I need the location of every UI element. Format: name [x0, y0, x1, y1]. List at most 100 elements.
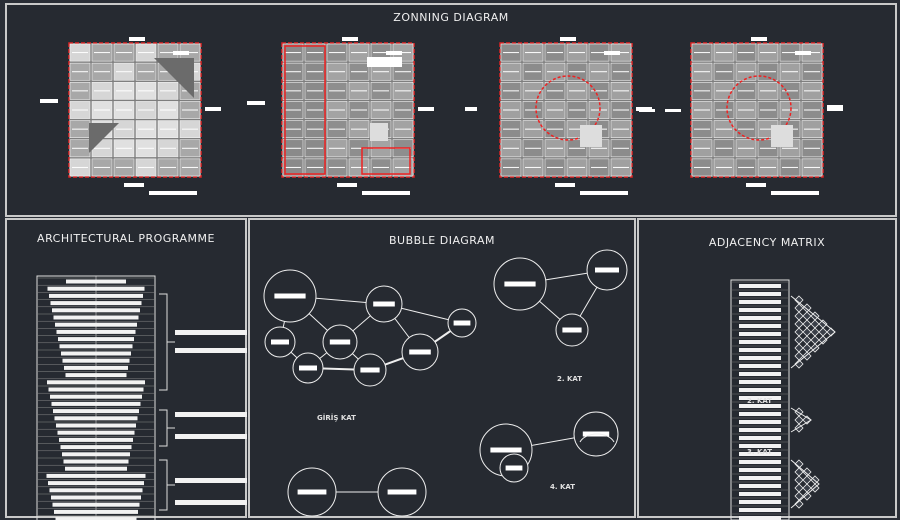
adjacency-cell [818, 327, 828, 337]
programme-summary-bar [175, 478, 247, 483]
adjacency-row [739, 340, 781, 344]
programme-row [54, 509, 138, 514]
label-bar [205, 107, 221, 111]
zoning-plan [690, 37, 843, 195]
label-bar [386, 51, 402, 55]
label-bar [337, 183, 357, 187]
adjacency-row [739, 452, 781, 456]
programme-row [49, 293, 143, 298]
adjacency-row [739, 396, 781, 400]
zone-red [284, 45, 326, 175]
programme-row [56, 423, 136, 428]
adjacency-cell [810, 327, 820, 337]
programme-brace [159, 459, 168, 511]
label-bar [665, 109, 681, 112]
adjacency-row [739, 484, 781, 488]
adjacency-frame [730, 279, 790, 520]
adj-floor-label-2: 3. KAT [747, 448, 773, 456]
programme-row [59, 344, 133, 349]
plan-highlight [580, 125, 602, 147]
bubble-label [274, 293, 306, 299]
adjacency-triangle-3 [790, 459, 820, 509]
adjacency-cell [802, 491, 812, 501]
bubble-group-2kat [493, 249, 628, 347]
programme-row [65, 466, 127, 471]
bubble-drawing [263, 249, 628, 517]
programme-row [47, 286, 145, 291]
label-bar [342, 37, 358, 41]
zone-red [361, 147, 411, 175]
label-bar [465, 107, 477, 111]
label-bar [362, 191, 410, 195]
programme-row [58, 337, 134, 342]
adjacency-row [739, 380, 781, 384]
programme-row [65, 373, 127, 378]
zoning-plan [281, 37, 434, 195]
bubble-label [360, 367, 380, 373]
zone-circle [535, 75, 601, 141]
adjacency-cell [810, 319, 820, 329]
adjacency-triangle-1 [790, 295, 836, 369]
adj-floor-label-1: 2. KAT [747, 397, 773, 405]
plan-label [367, 57, 402, 67]
bubble-label [562, 327, 582, 333]
adjacency-row [739, 284, 781, 288]
programme-row [53, 315, 139, 320]
adjacency-row [739, 476, 781, 480]
adjacency-row [739, 404, 781, 408]
programme-row [51, 495, 141, 500]
programme-row [49, 488, 143, 493]
zone-circle [726, 75, 792, 141]
programme-brace [159, 293, 168, 391]
adjacency-row [739, 468, 781, 472]
programme-row [66, 279, 126, 284]
adjacency-row [739, 332, 781, 336]
floor-label-giris: GİRİŞ KAT [317, 414, 356, 422]
bubble-label [453, 320, 471, 326]
programme-summary-bar [175, 434, 247, 439]
label-bar [418, 107, 434, 111]
bubble-label [387, 489, 417, 495]
adjacency-cell [802, 483, 812, 493]
adjacency-row [739, 412, 781, 416]
programme-row [64, 365, 128, 370]
bubble-label [595, 267, 619, 273]
programme-table [36, 275, 247, 520]
adjacency-cell [794, 311, 804, 321]
adjacency-row [739, 300, 781, 304]
programme-panel: ARCHITECTURAL PROGRAMME [5, 218, 247, 520]
label-bar [751, 37, 767, 41]
adjacency-cell [802, 475, 812, 485]
adjacency-cell [794, 415, 804, 425]
adjacency-outline [790, 295, 836, 369]
bubble-label [297, 489, 327, 495]
adjacency-cell [794, 335, 804, 345]
zoning-panel: ZONNING DIAGRAM [5, 3, 897, 217]
programme-row [62, 358, 130, 363]
programme-row [57, 430, 135, 435]
plan-outline [499, 42, 633, 178]
programme-row [52, 502, 140, 507]
programme-row [51, 401, 141, 406]
adjacency-row [739, 516, 781, 520]
label-bar [771, 191, 819, 195]
label-bar [247, 101, 265, 105]
adjacency-cell [810, 335, 820, 345]
floor-label-4kat: 4. KAT [550, 483, 576, 491]
adjacency-row [739, 308, 781, 312]
adjacency-row [739, 460, 781, 464]
label-bar [173, 51, 189, 55]
label-bar [555, 183, 575, 187]
programme-row [46, 473, 146, 478]
programme-summary-bar [175, 500, 247, 505]
adjacency-row [739, 492, 781, 496]
label-bar [639, 109, 655, 112]
programme-summary-bar [175, 330, 247, 335]
programme-row [61, 351, 131, 356]
zoning-drawings [40, 37, 843, 195]
adjacency-panel: ADJACENCY MATRIX 2. KAT 3. KAT [637, 218, 897, 520]
plan-shade [154, 58, 194, 98]
adjacency-title: ADJACENCY MATRIX [708, 236, 826, 249]
adjacency-row [739, 292, 781, 296]
label-bar [746, 183, 766, 187]
